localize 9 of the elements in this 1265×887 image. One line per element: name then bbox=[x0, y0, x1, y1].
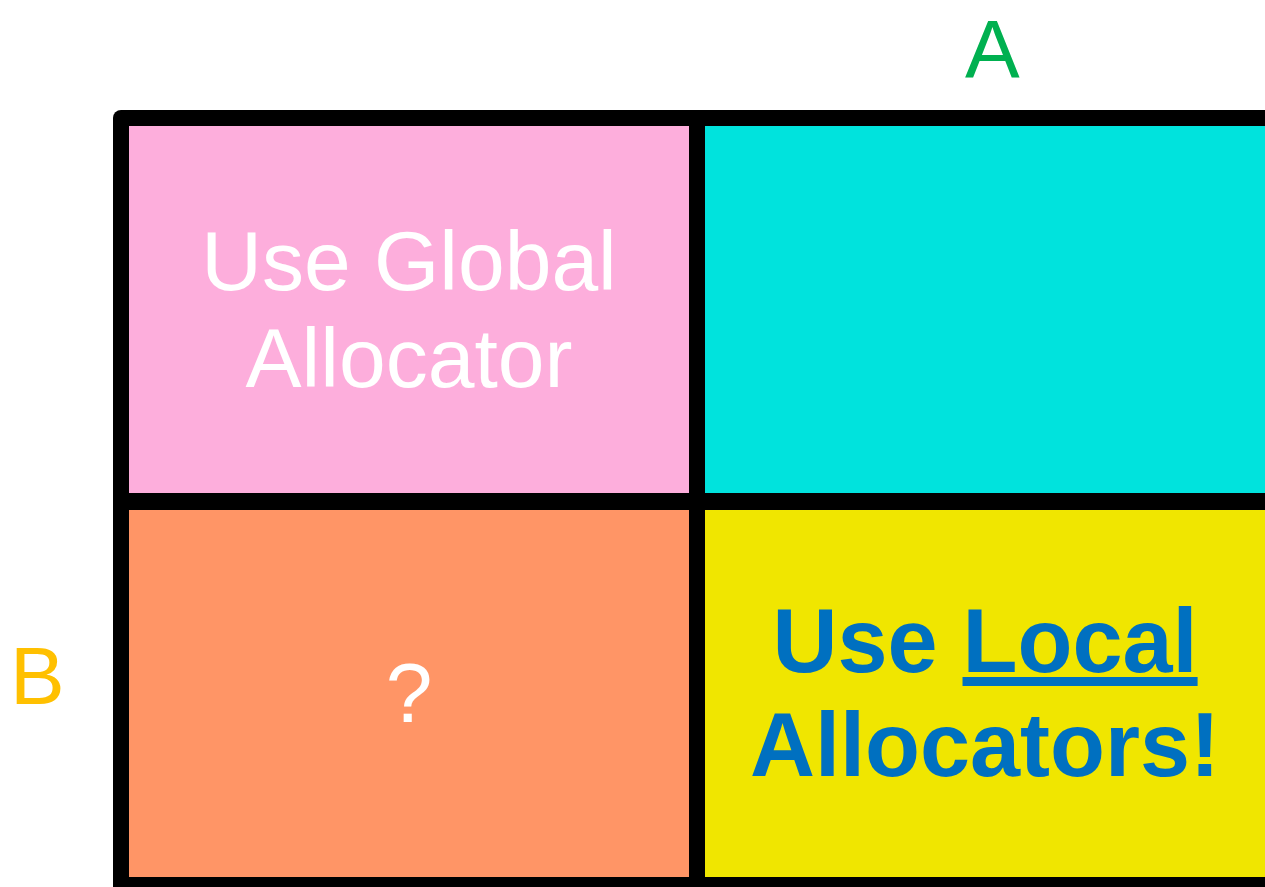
quadrant-cell bbox=[705, 126, 1265, 493]
quadrant-cell bbox=[705, 510, 1265, 877]
cell-text: ? bbox=[385, 645, 433, 742]
axis-letter: A bbox=[965, 8, 1020, 90]
cell-text: Use Global Allocator bbox=[200, 212, 618, 407]
quadrant-cell bbox=[129, 510, 689, 877]
quadrant-cell bbox=[129, 126, 689, 493]
axis-letter: B bbox=[10, 635, 65, 717]
cell-text: Use Local Allocators! bbox=[748, 590, 1222, 797]
